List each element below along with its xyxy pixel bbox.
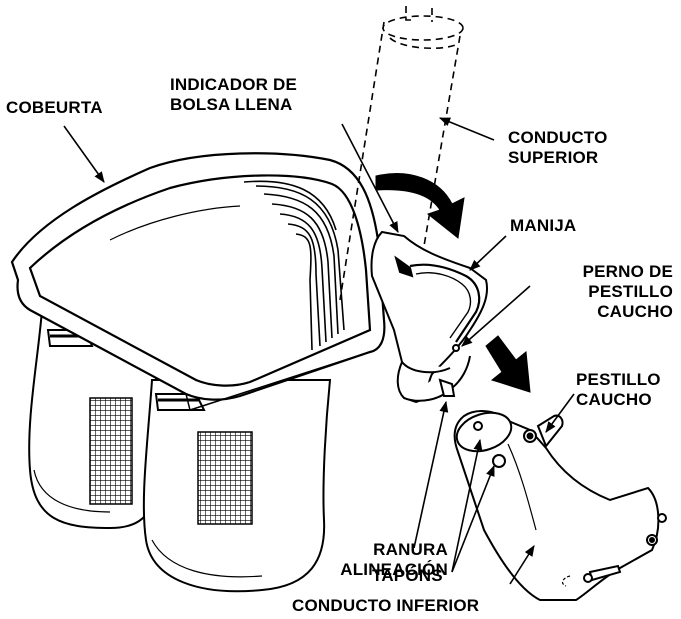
full-bag-indicator-part [394,255,414,278]
label-rubber-latch: PESTILLO CAUCHO [576,370,661,410]
leader-alignment-slot [413,400,449,549]
rotation-arrow [375,173,465,239]
leader-plug-2 [451,464,495,573]
right-bag-mesh [197,431,253,525]
label-lower-chute-line-1: CONDUCTO INFERIOR [292,596,480,615]
down-arrow [485,335,531,393]
label-full-bag-indicator-line-2: BOLSA LLENA [170,95,293,114]
leader-handle [469,235,507,271]
label-alignment-slot-line-2: ALINEACIÓN [340,560,448,579]
leader-upper-chute [438,117,495,141]
leader-rubber-latch [545,393,575,433]
left-bag [28,308,157,530]
right-bag [142,379,332,593]
label-upper-chute-line-1: CONDUCTO [508,128,608,147]
label-upper-chute-line-2: SUPERIOR [508,148,599,167]
label-full-bag-indicator: INDICADOR DE BOLSA LLENA [170,75,297,115]
leader-cover [63,125,105,183]
label-latch-pin-line-1: PERNO DE [582,262,673,281]
rubber-latch-part [536,414,564,448]
label-plugs-line-1: TAPÓNS [372,566,443,585]
upper-chute [370,230,488,404]
upper-chute-raised [339,6,464,317]
label-latch-pin-line-3: CAUCHO [597,302,673,321]
label-full-bag-indicator-line-1: INDICADOR DE [170,75,298,94]
label-alignment-slot: RANURA ALINEACIÓN [340,540,448,580]
label-cover-line-1: COBEURTA [6,98,103,117]
label-latch-pin: PERNO DE PESTILLO CAUCHO [583,262,673,322]
leader-lines [63,117,575,585]
alignment-slot-part [438,378,456,397]
leader-latch-pin [461,285,531,347]
label-upper-chute: CONDUCTO SUPERIOR [508,128,608,168]
label-alignment-slot-line-1: RANURA [373,540,448,559]
label-cover: COBEURTA [6,98,103,118]
left-bag-mesh [89,397,133,505]
label-lower-chute: CONDUCTO INFERIOR [292,596,479,616]
lower-chute [453,410,667,601]
plug-part [492,454,506,468]
leader-lower-chute [509,545,535,585]
label-rubber-latch-line-1: PESTILLO [576,370,661,389]
label-plugs: TAPÓNS [372,566,443,586]
label-latch-pin-line-2: PESTILLO [588,282,673,301]
leader-plug-1 [451,438,483,573]
label-rubber-latch-line-2: CAUCHO [576,390,652,409]
lower-chute-opening [455,411,513,453]
latch-pin-part [452,344,460,352]
leader-full-bag-indicator [341,123,399,233]
right-bag-handle [154,393,206,411]
bagger-cover [10,152,386,411]
label-handle-line-1: MANIJA [510,216,577,235]
label-handle: MANIJA [510,216,576,236]
cover-ribs [243,180,345,351]
handle-part [409,263,481,343]
